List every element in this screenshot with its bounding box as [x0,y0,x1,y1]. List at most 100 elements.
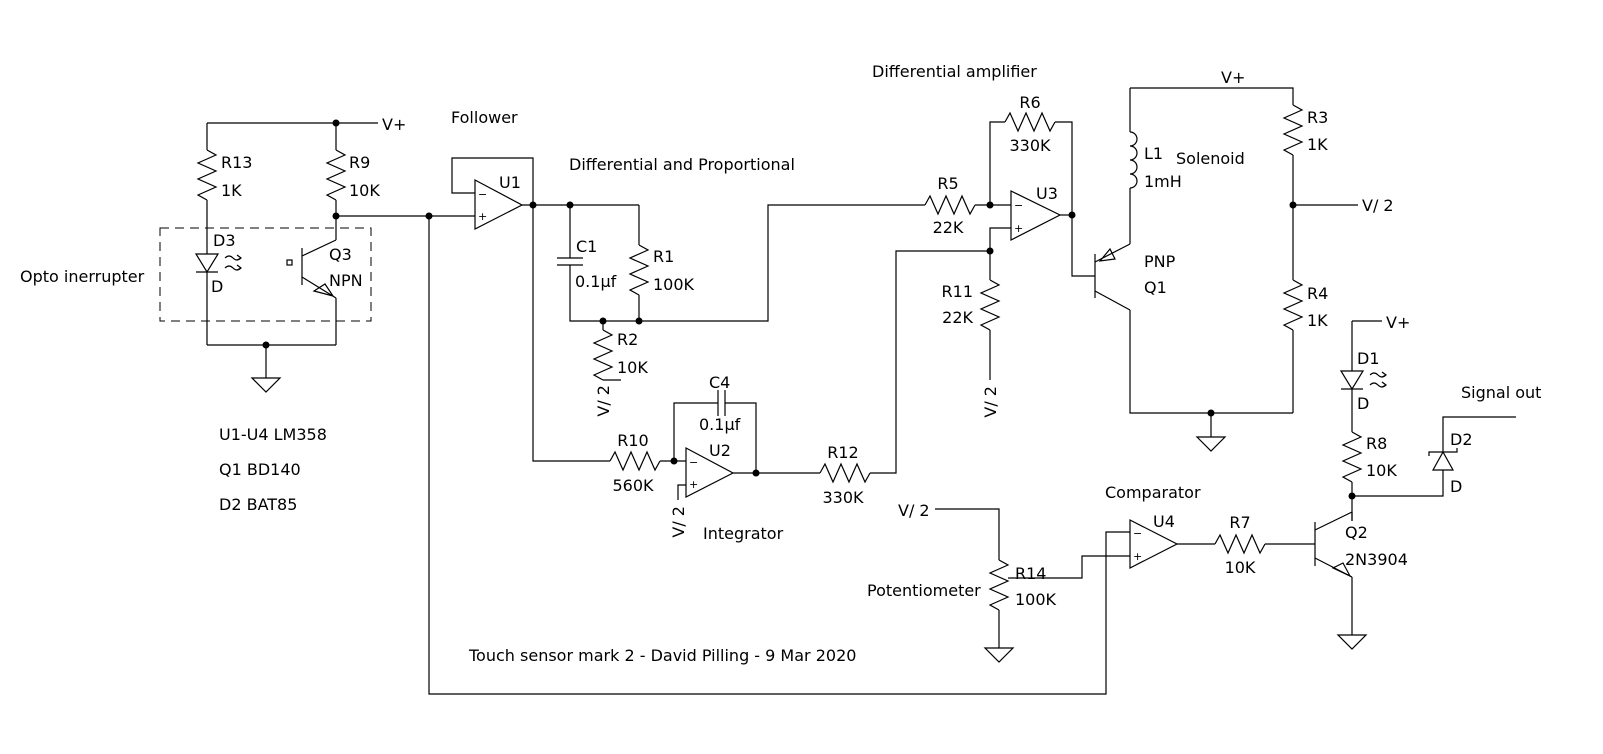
resistor-r5: R5 22K [924,174,976,237]
schottky-d2: D2 D [1428,430,1473,496]
svg-text:U3: U3 [1036,184,1058,203]
resistor-r6: R6 330K [1004,93,1056,155]
svg-text:R10: R10 [617,431,648,450]
svg-text:22K: 22K [933,218,964,237]
svg-text:0.1µf: 0.1µf [699,415,741,434]
svg-text:10K: 10K [1366,461,1397,480]
vhalf-label-pot: V/ 2 [898,501,930,520]
svg-text:0.1µf: 0.1µf [575,272,617,291]
capacitor-c4: C4 0.1µf [699,373,741,434]
vhalf-label-r11: V/ 2 [981,386,1000,418]
svg-text:22K: 22K [942,308,973,327]
resistor-r4: R4 1K [1282,279,1328,331]
svg-text:R5: R5 [937,174,958,193]
svg-text:R2: R2 [617,330,638,349]
solenoid-label: Solenoid [1176,149,1245,168]
resistor-r2: R2 10K [592,329,648,381]
opto-section: V+ R13 1K R9 10K Opto inerrupter D3 D [20,115,475,393]
led-d1: D1 D [1339,349,1387,413]
svg-text:1K: 1K [1307,135,1328,154]
transistor-q2: Q2 2N3904 [1314,511,1408,578]
svg-text:100K: 100K [1015,590,1057,609]
transistor-q1: PNP Q1 [1094,243,1176,311]
svg-text:D2: D2 [1450,430,1473,449]
diff-prop-label: Differential and Proportional [569,155,795,174]
resistor-r10: R10 560K [609,431,661,495]
note-q1: Q1 BD140 [219,460,301,479]
parts-notes: U1-U4 LM358 Q1 BD140 D2 BAT85 [219,425,327,514]
opamp-u2: − + U2 [685,441,735,498]
svg-text:R12: R12 [827,443,858,462]
vplus-label-led: V+ [1386,313,1410,332]
resistor-r8: R8 10K [1341,431,1397,483]
svg-text:D: D [1450,477,1462,496]
resistor-r13: R13 1K [196,149,252,201]
svg-text:Q1: Q1 [1144,278,1167,297]
svg-text:1mH: 1mH [1144,172,1182,191]
svg-text:100K: 100K [653,275,695,294]
resistor-r12: R12 330K [819,443,871,507]
svg-text:−: − [1133,527,1142,540]
opamp-u4: − + U4 [1129,512,1179,569]
svg-text:D: D [1357,394,1369,413]
comparator-label: Comparator [1105,483,1201,502]
vhalf-label-u2: V/ 2 [669,506,688,538]
potentiometer-r14: R14 100K [988,559,1057,611]
resistor-r11: R11 22K [942,279,1001,331]
svg-text:−: − [689,456,698,469]
diff-amp-label: Differential amplifier [872,62,1037,81]
svg-text:C1: C1 [576,237,597,256]
svg-text:+: + [478,210,487,223]
vhalf-label-r2: V/ 2 [594,385,613,417]
opamp-u3: − + U3 [1010,184,1062,241]
svg-text:1K: 1K [221,181,242,200]
comparator-section: Comparator V/ 2 R14 100K Potentiometer −… [428,216,1408,695]
svg-text:330K: 330K [822,488,864,507]
capacitor-c1: C1 0.1µf [557,237,617,291]
svg-text:R4: R4 [1307,284,1328,303]
vhalf-label-divider: V/ 2 [1362,196,1394,215]
inductor-l1: L1 1mH [1129,131,1182,191]
svg-text:Q3: Q3 [329,245,352,264]
svg-text:R13: R13 [221,153,252,172]
svg-text:10K: 10K [349,181,380,200]
diff-amp-section: Differential amplifier R5 22K R6 330K − … [872,62,1095,418]
svg-text:U4: U4 [1153,512,1175,531]
svg-text:U1: U1 [499,173,521,192]
resistor-r9: R9 10K [325,149,380,201]
svg-text:10K: 10K [617,358,648,377]
potentiometer-label: Potentiometer [867,581,981,600]
credit-text: Touch sensor mark 2 - David Pilling - 9 … [468,646,856,665]
follower-label: Follower [451,108,518,127]
svg-text:R9: R9 [349,153,370,172]
resistor-r1: R1 100K [628,244,695,296]
svg-text:−: − [478,188,487,201]
opto-enclosure [159,227,372,322]
svg-text:R8: R8 [1366,434,1387,453]
svg-text:R1: R1 [653,247,674,266]
svg-text:NPN: NPN [329,271,363,290]
svg-text:D1: D1 [1357,349,1380,368]
follower-section: Follower − + U1 [451,108,639,462]
svg-text:D: D [211,277,223,296]
svg-text:R6: R6 [1019,93,1040,112]
diff-prop-section: Differential and Proportional C1 0.1µf R… [557,155,925,417]
solenoid-section: V+ L1 1mH Solenoid PNP Q1 R3 1K V/ 2 [1094,68,1394,452]
svg-text:D3: D3 [213,231,236,250]
svg-text:−: − [1014,199,1023,212]
led-d3: D3 D [194,231,242,296]
vplus-label-solenoid: V+ [1221,68,1245,87]
output-section: V+ D1 D R8 10K D2 D Signal out [1339,313,1541,521]
svg-text:2N3904: 2N3904 [1345,550,1408,569]
svg-text:C4: C4 [709,373,730,392]
vplus-label-opto: V+ [382,115,406,134]
integrator-label: Integrator [703,524,784,543]
note-opamps: U1-U4 LM358 [219,425,327,444]
phototransistor-q3: Q3 NPN [286,239,363,299]
ground-solenoid [1195,436,1227,452]
svg-text:330K: 330K [1009,136,1051,155]
svg-text:+: + [1014,222,1023,235]
svg-text:+: + [1133,550,1142,563]
svg-text:R11: R11 [942,282,973,301]
ground-q2 [1336,634,1368,650]
